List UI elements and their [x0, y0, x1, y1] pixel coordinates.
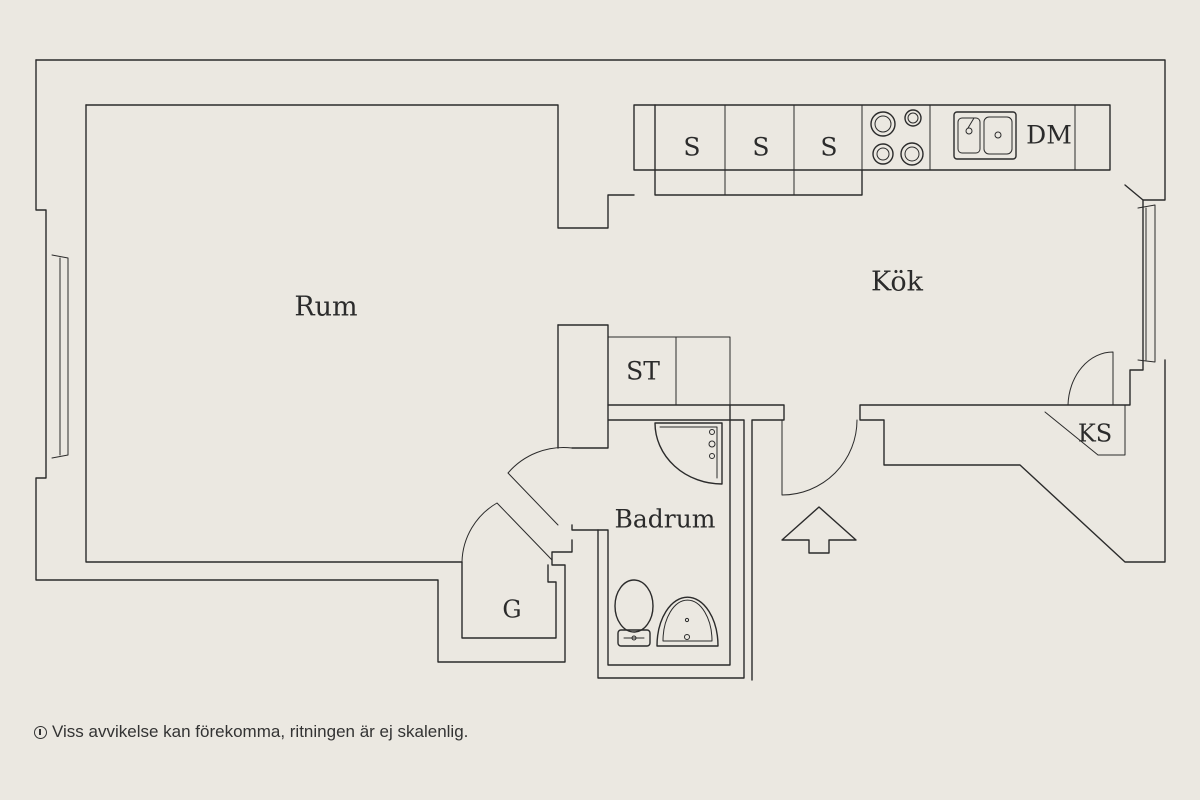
appliance-label-dm: DM	[1026, 121, 1072, 150]
disclaimer: Viss avvikelse kan förekomma, ritningen …	[34, 722, 468, 742]
cabinet-label-s1: S	[683, 133, 700, 162]
door-entrance	[781, 419, 858, 496]
cabinet-label-s2: S	[752, 133, 769, 162]
wardrobe-walls	[461, 502, 557, 639]
room-label-st: ST	[626, 357, 660, 386]
entrance-arrow-icon	[781, 506, 857, 554]
bathroom-sink	[656, 596, 719, 647]
outer-walls	[35, 59, 1166, 681]
shower	[654, 422, 723, 485]
disclaimer-text: Viss avvikelse kan förekomma, ritningen …	[52, 722, 469, 741]
bathroom-walls	[571, 404, 731, 666]
room-label-kok: Kök	[871, 267, 924, 298]
info-icon	[34, 725, 47, 739]
stove	[870, 109, 924, 166]
toilet	[614, 579, 654, 647]
storage-cabinets	[607, 336, 731, 406]
door-rum	[507, 447, 573, 526]
room-label-ks: KS	[1078, 420, 1112, 448]
cabinet-label-s3: S	[820, 133, 837, 162]
room-label-badrum: Badrum	[614, 505, 715, 534]
room-label-rum: Rum	[294, 292, 357, 323]
kitchen-counter	[633, 104, 1111, 196]
door-ks	[1044, 351, 1126, 456]
window-left	[51, 254, 69, 459]
window-right	[1137, 204, 1156, 363]
rum-walls	[85, 104, 731, 563]
kitchen-sink	[953, 111, 1017, 160]
room-label-g: G	[502, 596, 521, 624]
